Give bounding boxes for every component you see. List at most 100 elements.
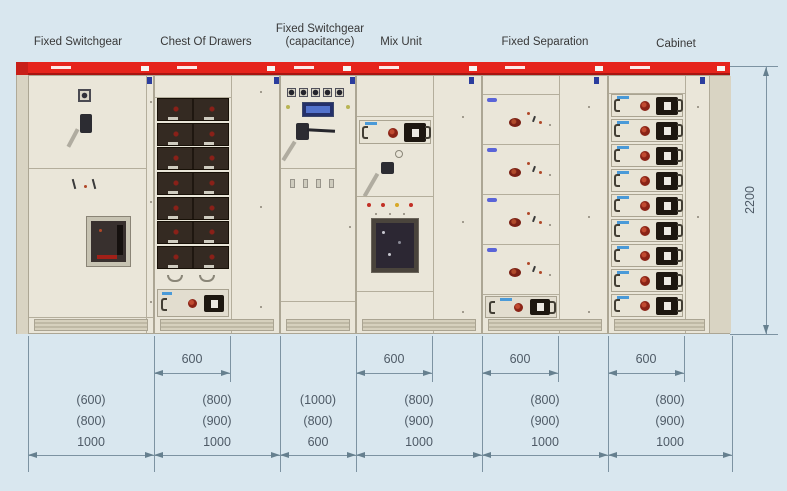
handle-bracket-right — [677, 299, 683, 312]
rotary-knob — [640, 101, 650, 111]
breaker-window — [656, 272, 678, 290]
breaker-detail — [398, 241, 401, 244]
left-side-panel — [16, 75, 28, 334]
drawout-module — [611, 219, 683, 242]
height-extension-top — [730, 66, 778, 67]
fuse-indicator — [316, 179, 321, 188]
extension-line — [356, 336, 357, 472]
screw-dot — [697, 216, 699, 218]
module-label-strip — [487, 248, 497, 252]
end-side-panel — [709, 76, 731, 333]
handle-bracket-right — [677, 124, 683, 137]
compartment-divider — [281, 168, 355, 169]
dim-value: 1000 — [77, 435, 105, 449]
handle-bracket-left — [614, 224, 620, 237]
dim-value: (800) — [530, 393, 560, 407]
arrowhead — [28, 452, 37, 458]
rotary-knob — [514, 303, 523, 312]
breaker-label — [97, 255, 117, 259]
dim-line-width — [28, 452, 154, 458]
arrowhead — [608, 452, 617, 458]
drawout-module — [359, 120, 431, 144]
handle-lever — [362, 172, 380, 198]
meter-gauge — [323, 88, 332, 97]
cable-compartment-seam — [231, 76, 232, 333]
drawout-module — [611, 194, 683, 217]
drawer-row — [157, 123, 229, 146]
rotary-knob — [640, 151, 650, 161]
breaker-window — [656, 97, 678, 115]
drawout-module — [611, 294, 683, 317]
drawout-module — [611, 169, 683, 192]
rotary-knob — [640, 251, 650, 261]
dim-line-600 — [482, 370, 558, 376]
indicator-dot — [539, 171, 542, 174]
extension-line-600 — [558, 336, 559, 382]
switch-mark — [532, 165, 536, 173]
breaker-window-frame — [371, 218, 419, 273]
screw-dot — [588, 216, 590, 218]
extension-line — [482, 336, 483, 472]
section-cabinet — [608, 62, 731, 334]
arrowhead — [145, 452, 154, 458]
switch-mark — [532, 265, 536, 273]
screw-dot — [403, 213, 405, 215]
handle-lever — [66, 128, 80, 148]
dim-value: (800) — [202, 393, 232, 407]
extension-line — [608, 336, 609, 472]
pull-handle — [199, 275, 215, 282]
band-text-mark — [378, 66, 399, 69]
dim-stack-fixed-switchgear: (600) (800) 1000 — [28, 390, 154, 453]
compartment-divider — [155, 97, 231, 98]
dim-value: (800) — [76, 414, 106, 428]
cabinet-face — [482, 75, 608, 334]
indicator-lamp-red — [381, 203, 385, 207]
breaker-window — [656, 297, 678, 315]
drawout-module — [611, 244, 683, 267]
compartment-divider — [357, 196, 433, 197]
dim-line-600 — [356, 370, 432, 376]
breaker-window — [656, 172, 678, 190]
drawer-row — [157, 246, 229, 269]
breaker-window — [656, 122, 678, 140]
label-fixed-switchgear: Fixed Switchgear — [33, 36, 123, 48]
handle-bracket-right — [677, 149, 683, 162]
breaker-indicator — [99, 229, 102, 232]
breaker-face — [91, 221, 126, 262]
band-text-mark — [504, 66, 525, 69]
screw-dot — [150, 301, 152, 303]
breaker-detail — [382, 231, 385, 234]
compartment-divider — [483, 244, 559, 245]
dim-600-cabinet: 600 — [635, 352, 657, 366]
module-label-strip — [365, 122, 377, 125]
module-label-strip — [162, 292, 172, 295]
dim-value: (600) — [76, 393, 106, 407]
handle-bracket-left — [161, 298, 167, 311]
rotary-knob — [509, 268, 521, 277]
handle-bracket-left — [614, 274, 620, 287]
dim-line-width — [356, 452, 482, 458]
dim-value: (800) — [303, 414, 333, 428]
arrowhead — [356, 452, 365, 458]
cable-compartment-seam — [433, 76, 434, 333]
cabinet-face — [608, 75, 731, 334]
handle-bracket-right — [677, 224, 683, 237]
handle-bracket-left — [614, 199, 620, 212]
screw-dot — [150, 101, 152, 103]
screw-dot — [389, 213, 391, 215]
cabinet-face — [28, 75, 154, 334]
panel-meter — [78, 89, 91, 102]
dim-value: (900) — [404, 414, 434, 428]
module-label-strip — [487, 148, 497, 152]
switch-handle — [80, 114, 92, 133]
indicator-ring — [395, 150, 403, 158]
vent-grille — [488, 319, 602, 331]
band-nameplate — [267, 66, 275, 71]
dim-line-width — [280, 452, 356, 458]
indicator-lamp-yellow — [395, 203, 399, 207]
band-nameplate — [595, 66, 603, 71]
handle-bracket-left — [614, 299, 620, 312]
indicator-dot — [527, 212, 530, 215]
breaker-window — [530, 299, 550, 315]
extension-line-600 — [230, 336, 231, 382]
